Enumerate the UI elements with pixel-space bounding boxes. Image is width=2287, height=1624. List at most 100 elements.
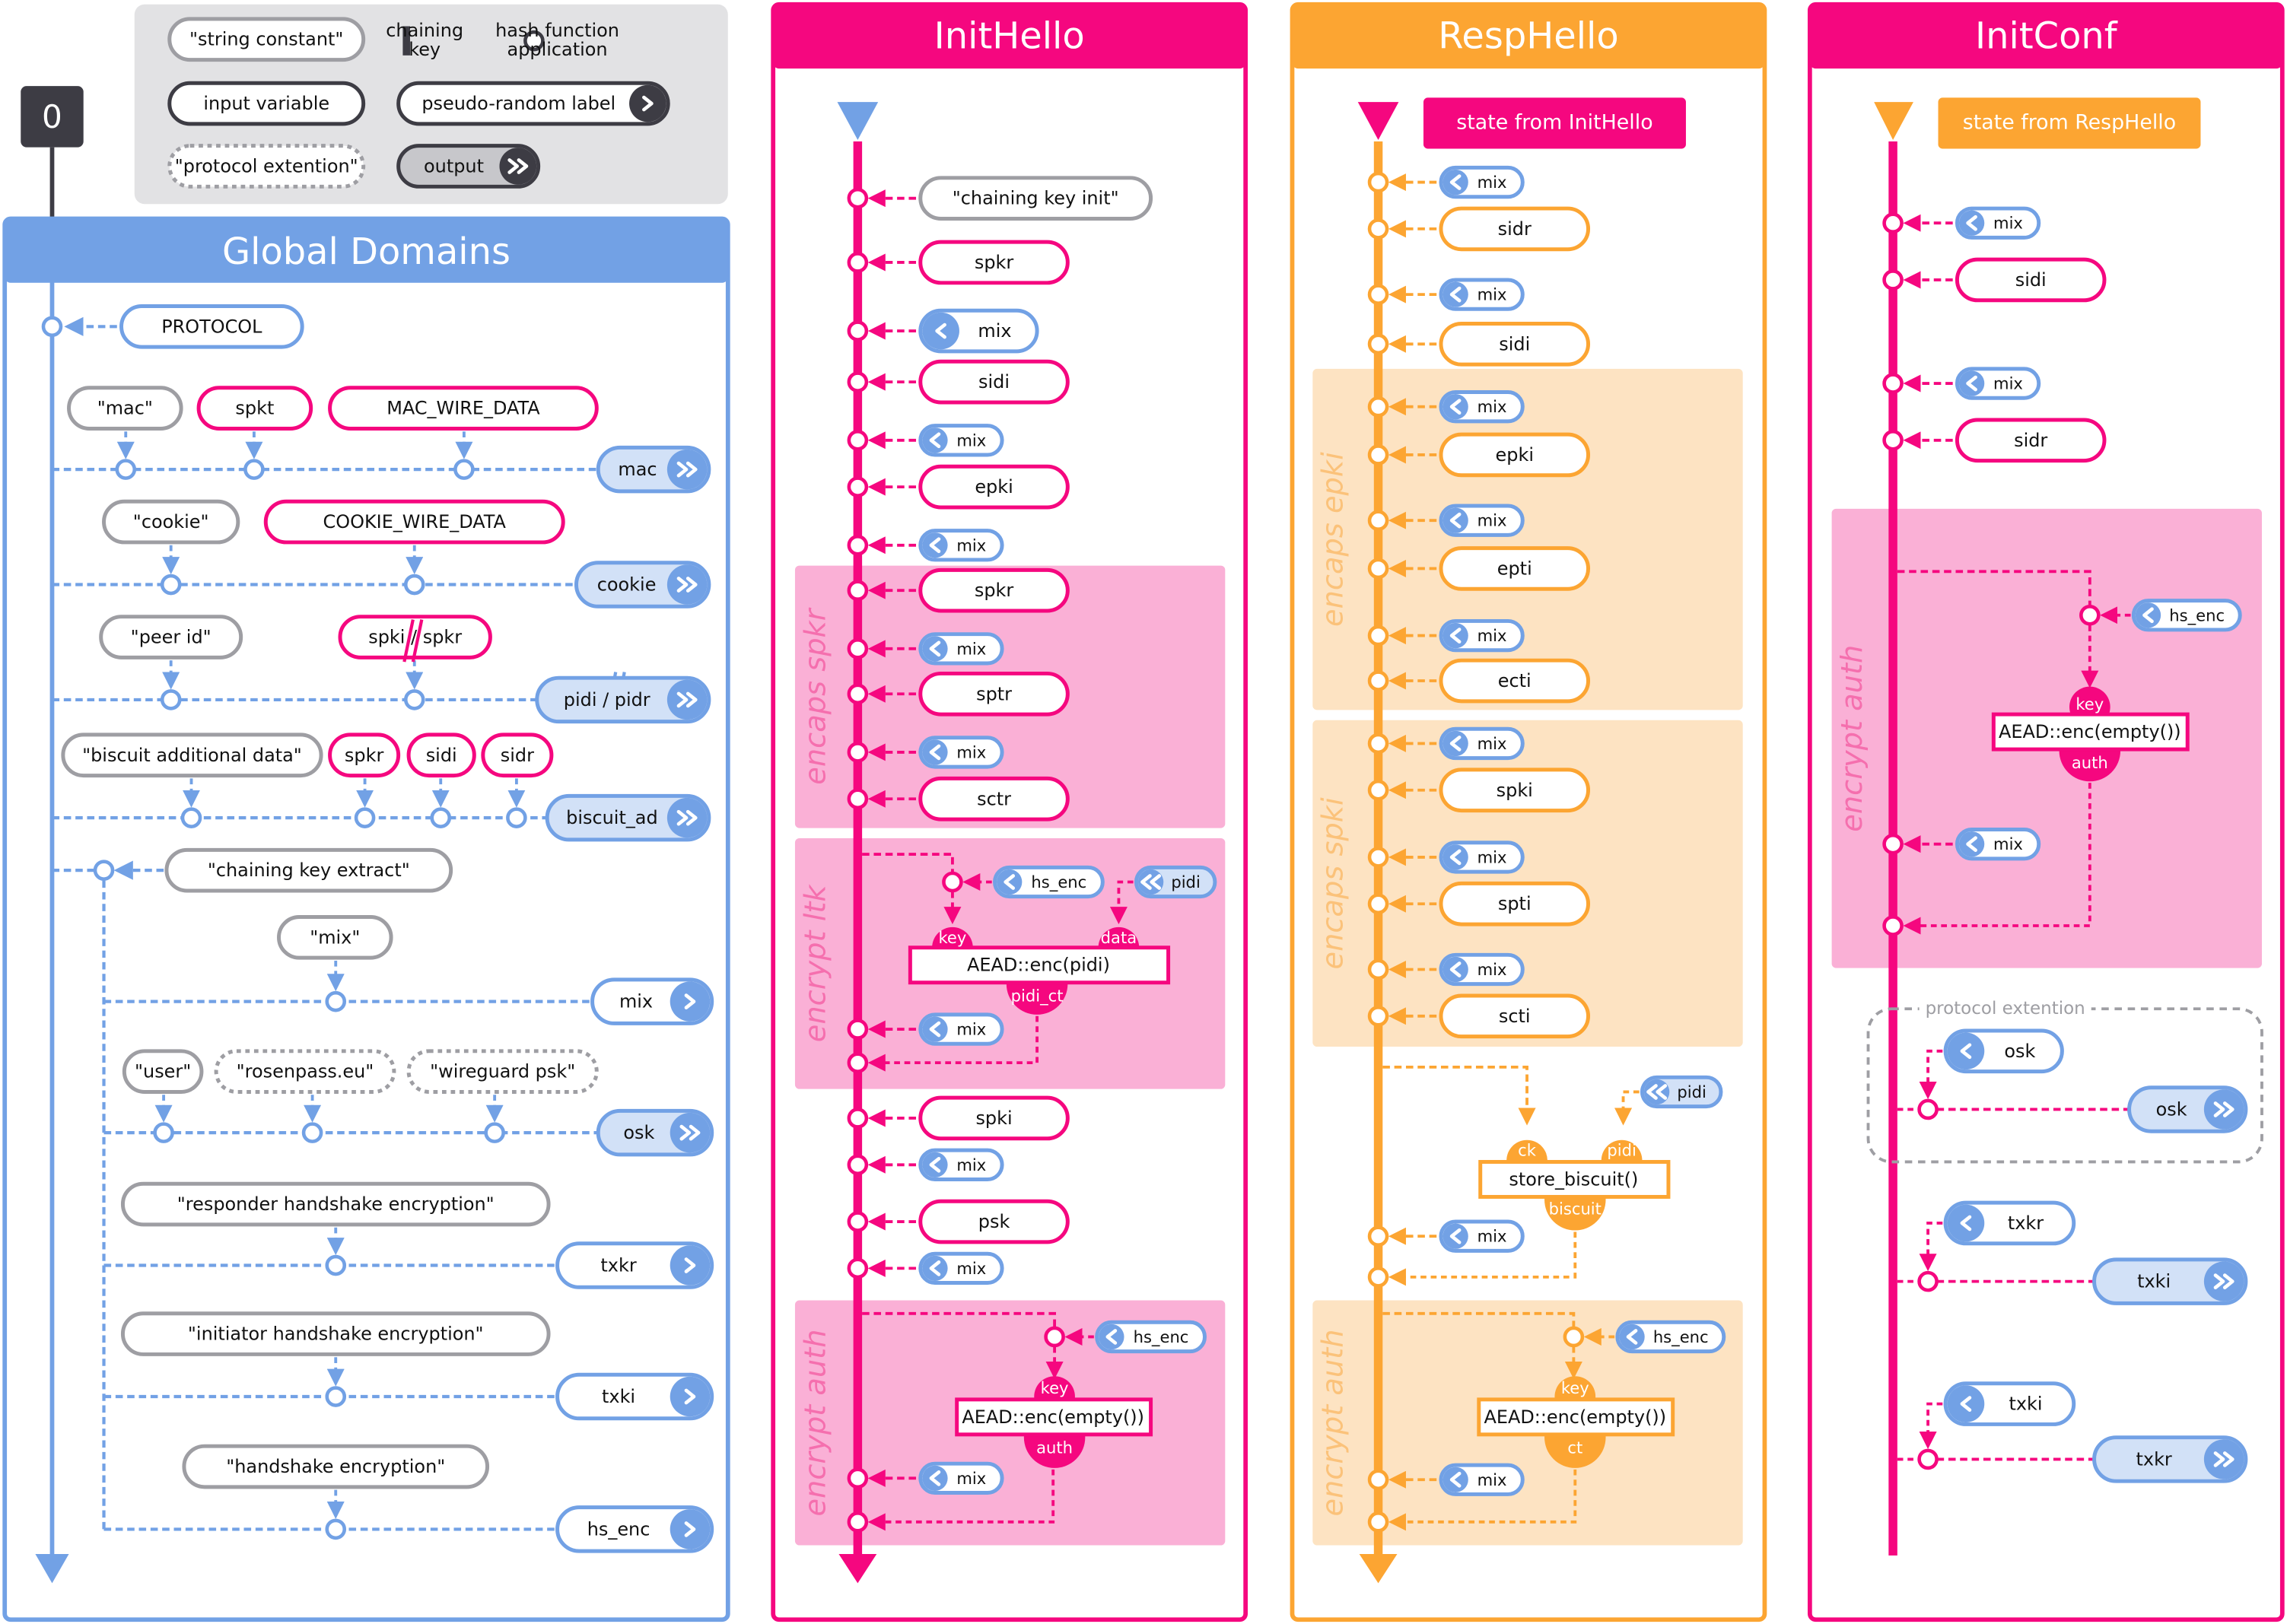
- derived-output-frame: [555, 1505, 714, 1553]
- export-output-token: txki: [2092, 1257, 2248, 1305]
- step-input-text: sidr: [1498, 218, 1532, 240]
- hs-enc-label-token-text: hs_enc: [1134, 1327, 1189, 1347]
- auth-return-arrow: [867, 1469, 1055, 1531]
- chevron-left-icon: [1960, 1043, 1972, 1060]
- chevron-right-icon: [684, 1388, 696, 1405]
- step-input-text: spki: [1497, 780, 1533, 801]
- chevron-left-icon: [1966, 375, 1977, 392]
- export-output-token-text: txkr: [2136, 1448, 2172, 1470]
- domain-output-frame: [545, 793, 711, 842]
- chevron-badge: [1442, 1223, 1468, 1249]
- chevron-stroke: [1966, 215, 1977, 231]
- chevron-stroke: [676, 461, 689, 478]
- hash-node: [847, 187, 869, 209]
- step-input: sidi: [918, 359, 1070, 405]
- hash-node: [1367, 779, 1389, 801]
- step-input-text: spkr: [975, 580, 1014, 601]
- hash-node: [847, 371, 869, 392]
- hash-node: [484, 1122, 505, 1143]
- section-label: encaps spki: [1316, 797, 1350, 969]
- domain-input-text: "cookie": [133, 511, 209, 532]
- export-output-token-text: osk: [2156, 1098, 2187, 1120]
- export-input-token: txkr: [1943, 1200, 2076, 1246]
- hash-node: [942, 871, 963, 893]
- domain-row: "peer id"spki / spkr: [52, 615, 537, 710]
- chaining-key-icon: [402, 26, 410, 56]
- domain-output-frame: [535, 675, 711, 724]
- derived-output-text: txkr: [600, 1255, 636, 1276]
- domain-input: MAC_WIRE_DATA: [328, 386, 599, 431]
- mix-label-token: mix: [1439, 618, 1525, 653]
- mix-label-token-text: mix: [1477, 397, 1507, 416]
- chevron-stroke: [935, 323, 946, 339]
- chevron-left-icon: [1449, 849, 1462, 866]
- legend-hash-line2: application: [507, 39, 608, 60]
- hash-node: [1044, 1326, 1065, 1348]
- domain-input: "peer id": [99, 615, 243, 659]
- hash-node: [1367, 218, 1389, 240]
- port-key-label: key: [1041, 1378, 1069, 1397]
- init-conf-column-title: InitConf: [1975, 15, 2118, 57]
- chevron-left-icon: [1449, 512, 1462, 529]
- chevron-stroke: [685, 691, 698, 708]
- mix-label-token-text: mix: [1993, 374, 2023, 393]
- mix-label-token: mix: [918, 632, 1004, 666]
- double-chevron-right-icon: [2213, 1101, 2235, 1117]
- derived-output: osk: [596, 1108, 714, 1157]
- domain-input-text: sidr: [501, 745, 534, 766]
- step-input-frame: [1439, 321, 1591, 367]
- step-input-text: sidr: [2014, 430, 2047, 451]
- mix-label-token-text: mix: [1477, 960, 1507, 979]
- init-conf-column-header: [1809, 4, 2282, 69]
- domain-input-frame: [263, 499, 565, 545]
- derived-output: txki: [555, 1372, 714, 1421]
- port-key-label: key: [938, 928, 966, 947]
- step-input-frame: [1439, 206, 1591, 252]
- mix-label-token: mix: [1439, 952, 1525, 987]
- export-input-token: osk: [1943, 1028, 2064, 1074]
- pidi-output-token: pidi: [1134, 865, 1217, 899]
- chevron-stroke: [684, 1388, 696, 1405]
- step-input-text: psk: [978, 1211, 1010, 1232]
- step-input-frame: [1439, 432, 1591, 478]
- step-input: spki: [1439, 768, 1591, 813]
- ck-branch: [1382, 1311, 1576, 1327]
- legend-input-variable-frame: [167, 81, 366, 126]
- chain-arrow-down-icon: [35, 1554, 69, 1584]
- pidi-output-token-text: pidi: [1171, 872, 1200, 891]
- chevron-badge: [1442, 844, 1468, 870]
- pidi-output-token: pidi: [1640, 1075, 1723, 1109]
- mix-label-token-text: mix: [1477, 173, 1507, 192]
- domain-input-text: spkr: [345, 745, 384, 766]
- domain-input: sidr: [481, 733, 554, 778]
- domain-input-frame: [67, 386, 183, 431]
- chevron-badge: [922, 427, 948, 453]
- chevron-badge: [1958, 370, 1985, 396]
- mix-label-token-text: mix: [978, 320, 1011, 342]
- step-input-text: epti: [1497, 558, 1532, 579]
- hash-node: [1367, 624, 1389, 647]
- chevron-badge: [922, 636, 948, 662]
- derived-input-frame: [120, 1181, 551, 1227]
- step-input-text: spki: [975, 1108, 1012, 1129]
- section-label: encrypt auth: [1316, 1330, 1350, 1517]
- step-input-frame: [918, 1095, 1070, 1141]
- chevron-badge: [1442, 1467, 1468, 1492]
- domain-input-frame: [328, 733, 401, 778]
- step-input-text: sidi: [1499, 333, 1530, 354]
- hash-node: [1367, 958, 1389, 980]
- chevron-left-icon: [1449, 1471, 1462, 1488]
- export-output-token: osk: [2127, 1085, 2248, 1133]
- aead-function-text: AEAD::enc(pidi): [967, 955, 1110, 976]
- mix-label-token: mix: [1439, 278, 1525, 311]
- mix-label-token: mix: [1955, 367, 2041, 400]
- chevron-badge: [997, 869, 1023, 895]
- chevron-stroke: [676, 577, 689, 593]
- step-input-frame: [1439, 546, 1591, 591]
- hs-enc-label-token-frame: [2131, 599, 2242, 632]
- step-input-frame: [918, 464, 1070, 510]
- hash-node: [506, 807, 527, 828]
- derived-input: "responder handshake encryption": [120, 1181, 551, 1227]
